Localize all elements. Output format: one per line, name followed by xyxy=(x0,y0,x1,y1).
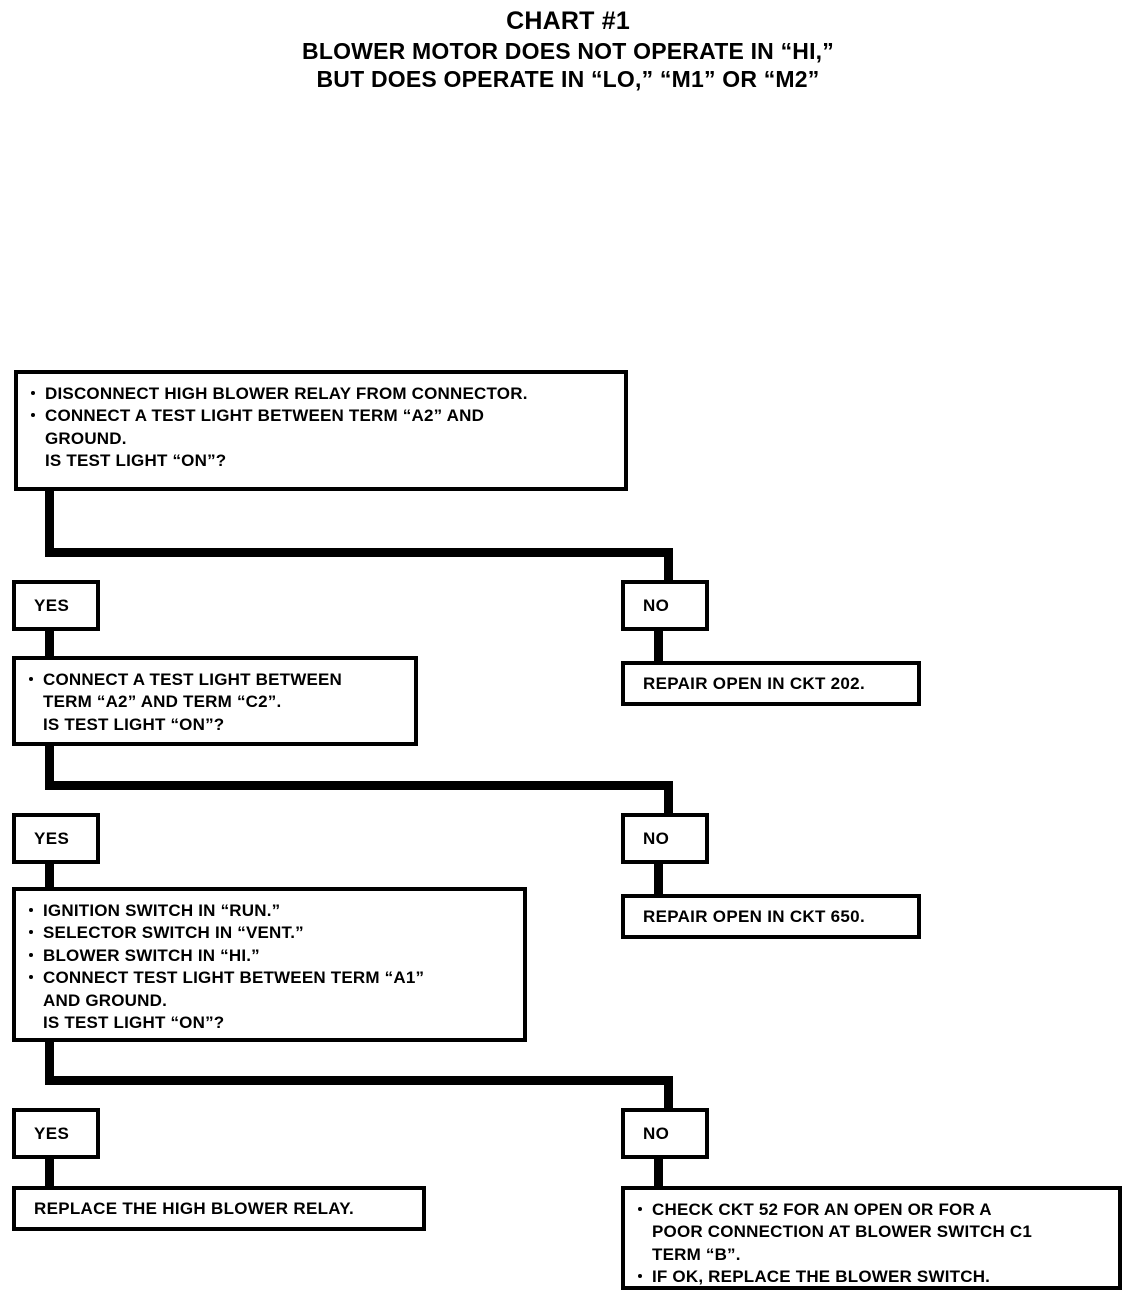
node-replace-high-blower-relay-label: REPLACE THE HIGH BLOWER RELAY. xyxy=(34,1198,355,1218)
connector-step3-to-no3 xyxy=(664,1076,673,1112)
check-ckt-52-bullet-1-text: CHECK CKT 52 FOR AN OPEN OR FOR A POOR C… xyxy=(652,1200,1033,1264)
node-check-ckt-52[interactable]: CHECK CKT 52 FOR AN OPEN OR FOR A POOR C… xyxy=(621,1186,1122,1290)
branch-no-3-label: NO xyxy=(643,1123,670,1143)
branch-yes-1-label: YES xyxy=(34,595,70,615)
step-3-bullet-4-text: CONNECT TEST LIGHT BETWEEN TERM “A1” AND… xyxy=(43,968,425,1033)
bullet-dot-icon xyxy=(29,677,33,681)
step-3-bullet-3-text: BLOWER SWITCH IN “HI.” xyxy=(43,945,260,965)
connector-step3-branch-horizontal xyxy=(45,1076,673,1085)
connector-no2-to-repair650 xyxy=(654,860,663,896)
branch-yes-3[interactable]: YES xyxy=(12,1108,100,1159)
connector-step2-to-no2 xyxy=(664,781,673,817)
list-item: CONNECT A TEST LIGHT BETWEEN TERM “A2” A… xyxy=(28,669,404,736)
connector-yes3-to-replace-relay xyxy=(45,1155,54,1188)
title-line-2: BLOWER MOTOR DOES NOT OPERATE IN “HI,” xyxy=(302,37,834,64)
branch-no-1[interactable]: NO xyxy=(621,580,709,631)
bullet-dot-icon xyxy=(29,930,33,935)
branch-no-1-label: NO xyxy=(643,595,670,615)
step-2-bullet-1-text: CONNECT A TEST LIGHT BETWEEN TERM “A2” A… xyxy=(43,670,342,734)
list-item: IGNITION SWITCH IN “RUN.” xyxy=(28,900,513,922)
branch-no-3[interactable]: NO xyxy=(621,1108,709,1159)
connector-step1-branch-horizontal xyxy=(45,548,673,557)
title-line-1: CHART #1 xyxy=(506,7,630,35)
step-1-bullet-1-text: DISCONNECT HIGH BLOWER RELAY FROM CONNEC… xyxy=(45,384,528,403)
node-step-2-body: CONNECT A TEST LIGHT BETWEEN TERM “A2” A… xyxy=(16,660,414,745)
connector-no3-to-check-ckt52 xyxy=(654,1155,663,1188)
branch-yes-2[interactable]: YES xyxy=(12,813,100,864)
node-repair-ckt-650-label: REPAIR OPEN IN CKT 650. xyxy=(643,906,865,926)
branch-yes-1[interactable]: YES xyxy=(12,580,100,631)
step-3-bullet-2-text: SELECTOR SWITCH IN “VENT.” xyxy=(43,923,304,943)
bullet-dot-icon xyxy=(29,975,33,980)
node-step-2[interactable]: CONNECT A TEST LIGHT BETWEEN TERM “A2” A… xyxy=(12,656,418,746)
bullet-dot-icon xyxy=(31,413,35,418)
connector-yes1-to-step2 xyxy=(45,627,54,660)
connector-step1-stem xyxy=(45,487,54,555)
list-item: SELECTOR SWITCH IN “VENT.” xyxy=(28,922,513,944)
list-item: CONNECT TEST LIGHT BETWEEN TERM “A1” AND… xyxy=(28,967,513,1034)
title-line-3: BUT DOES OPERATE IN “LO,” “M1” OR “M2” xyxy=(316,65,820,92)
bullet-dot-icon xyxy=(31,391,35,395)
step-1-bullet-2-text: CONNECT A TEST LIGHT BETWEEN TERM “A2” A… xyxy=(45,406,485,471)
check-ckt-52-bullet-2-text: IF OK, REPLACE THE BLOWER SWITCH. xyxy=(652,1267,991,1287)
node-step-3-body: IGNITION SWITCH IN “RUN.” SELECTOR SWITC… xyxy=(16,891,523,1044)
node-step-1-body: DISCONNECT HIGH BLOWER RELAY FROM CONNEC… xyxy=(18,374,624,482)
connector-no1-to-repair202 xyxy=(654,627,663,664)
bullet-dot-icon xyxy=(638,1274,642,1279)
node-repair-ckt-202[interactable]: REPAIR OPEN IN CKT 202. xyxy=(621,661,921,706)
chart-title: CHART #1 BLOWER MOTOR DOES NOT OPERATE I… xyxy=(0,6,1136,93)
step-3-bullet-1-text: IGNITION SWITCH IN “RUN.” xyxy=(43,901,281,920)
node-repair-ckt-650[interactable]: REPAIR OPEN IN CKT 650. xyxy=(621,894,921,939)
connector-step1-to-no1 xyxy=(664,548,673,584)
connector-step3-stem xyxy=(45,1038,54,1083)
list-item: IF OK, REPLACE THE BLOWER SWITCH. xyxy=(637,1266,1108,1288)
bullet-dot-icon xyxy=(29,952,33,957)
node-step-3[interactable]: IGNITION SWITCH IN “RUN.” SELECTOR SWITC… xyxy=(12,887,527,1042)
branch-yes-2-label: YES xyxy=(34,828,70,848)
branch-yes-3-label: YES xyxy=(34,1123,70,1143)
branch-no-2[interactable]: NO xyxy=(621,813,709,864)
bullet-dot-icon xyxy=(638,1207,642,1211)
node-step-1[interactable]: DISCONNECT HIGH BLOWER RELAY FROM CONNEC… xyxy=(14,370,628,491)
connector-step2-branch-horizontal xyxy=(45,781,673,790)
node-check-ckt-52-body: CHECK CKT 52 FOR AN OPEN OR FOR A POOR C… xyxy=(625,1190,1118,1298)
node-replace-high-blower-relay[interactable]: REPLACE THE HIGH BLOWER RELAY. xyxy=(12,1186,426,1231)
list-item: BLOWER SWITCH IN “HI.” xyxy=(28,945,513,967)
branch-no-2-label: NO xyxy=(643,828,670,848)
node-repair-ckt-202-label: REPAIR OPEN IN CKT 202. xyxy=(643,673,865,693)
connector-step2-stem xyxy=(45,742,54,788)
bullet-dot-icon xyxy=(29,908,33,912)
list-item: CHECK CKT 52 FOR AN OPEN OR FOR A POOR C… xyxy=(637,1199,1108,1266)
list-item: CONNECT A TEST LIGHT BETWEEN TERM “A2” A… xyxy=(30,405,614,472)
list-item: DISCONNECT HIGH BLOWER RELAY FROM CONNEC… xyxy=(30,383,614,405)
connector-yes2-to-step3 xyxy=(45,860,54,890)
